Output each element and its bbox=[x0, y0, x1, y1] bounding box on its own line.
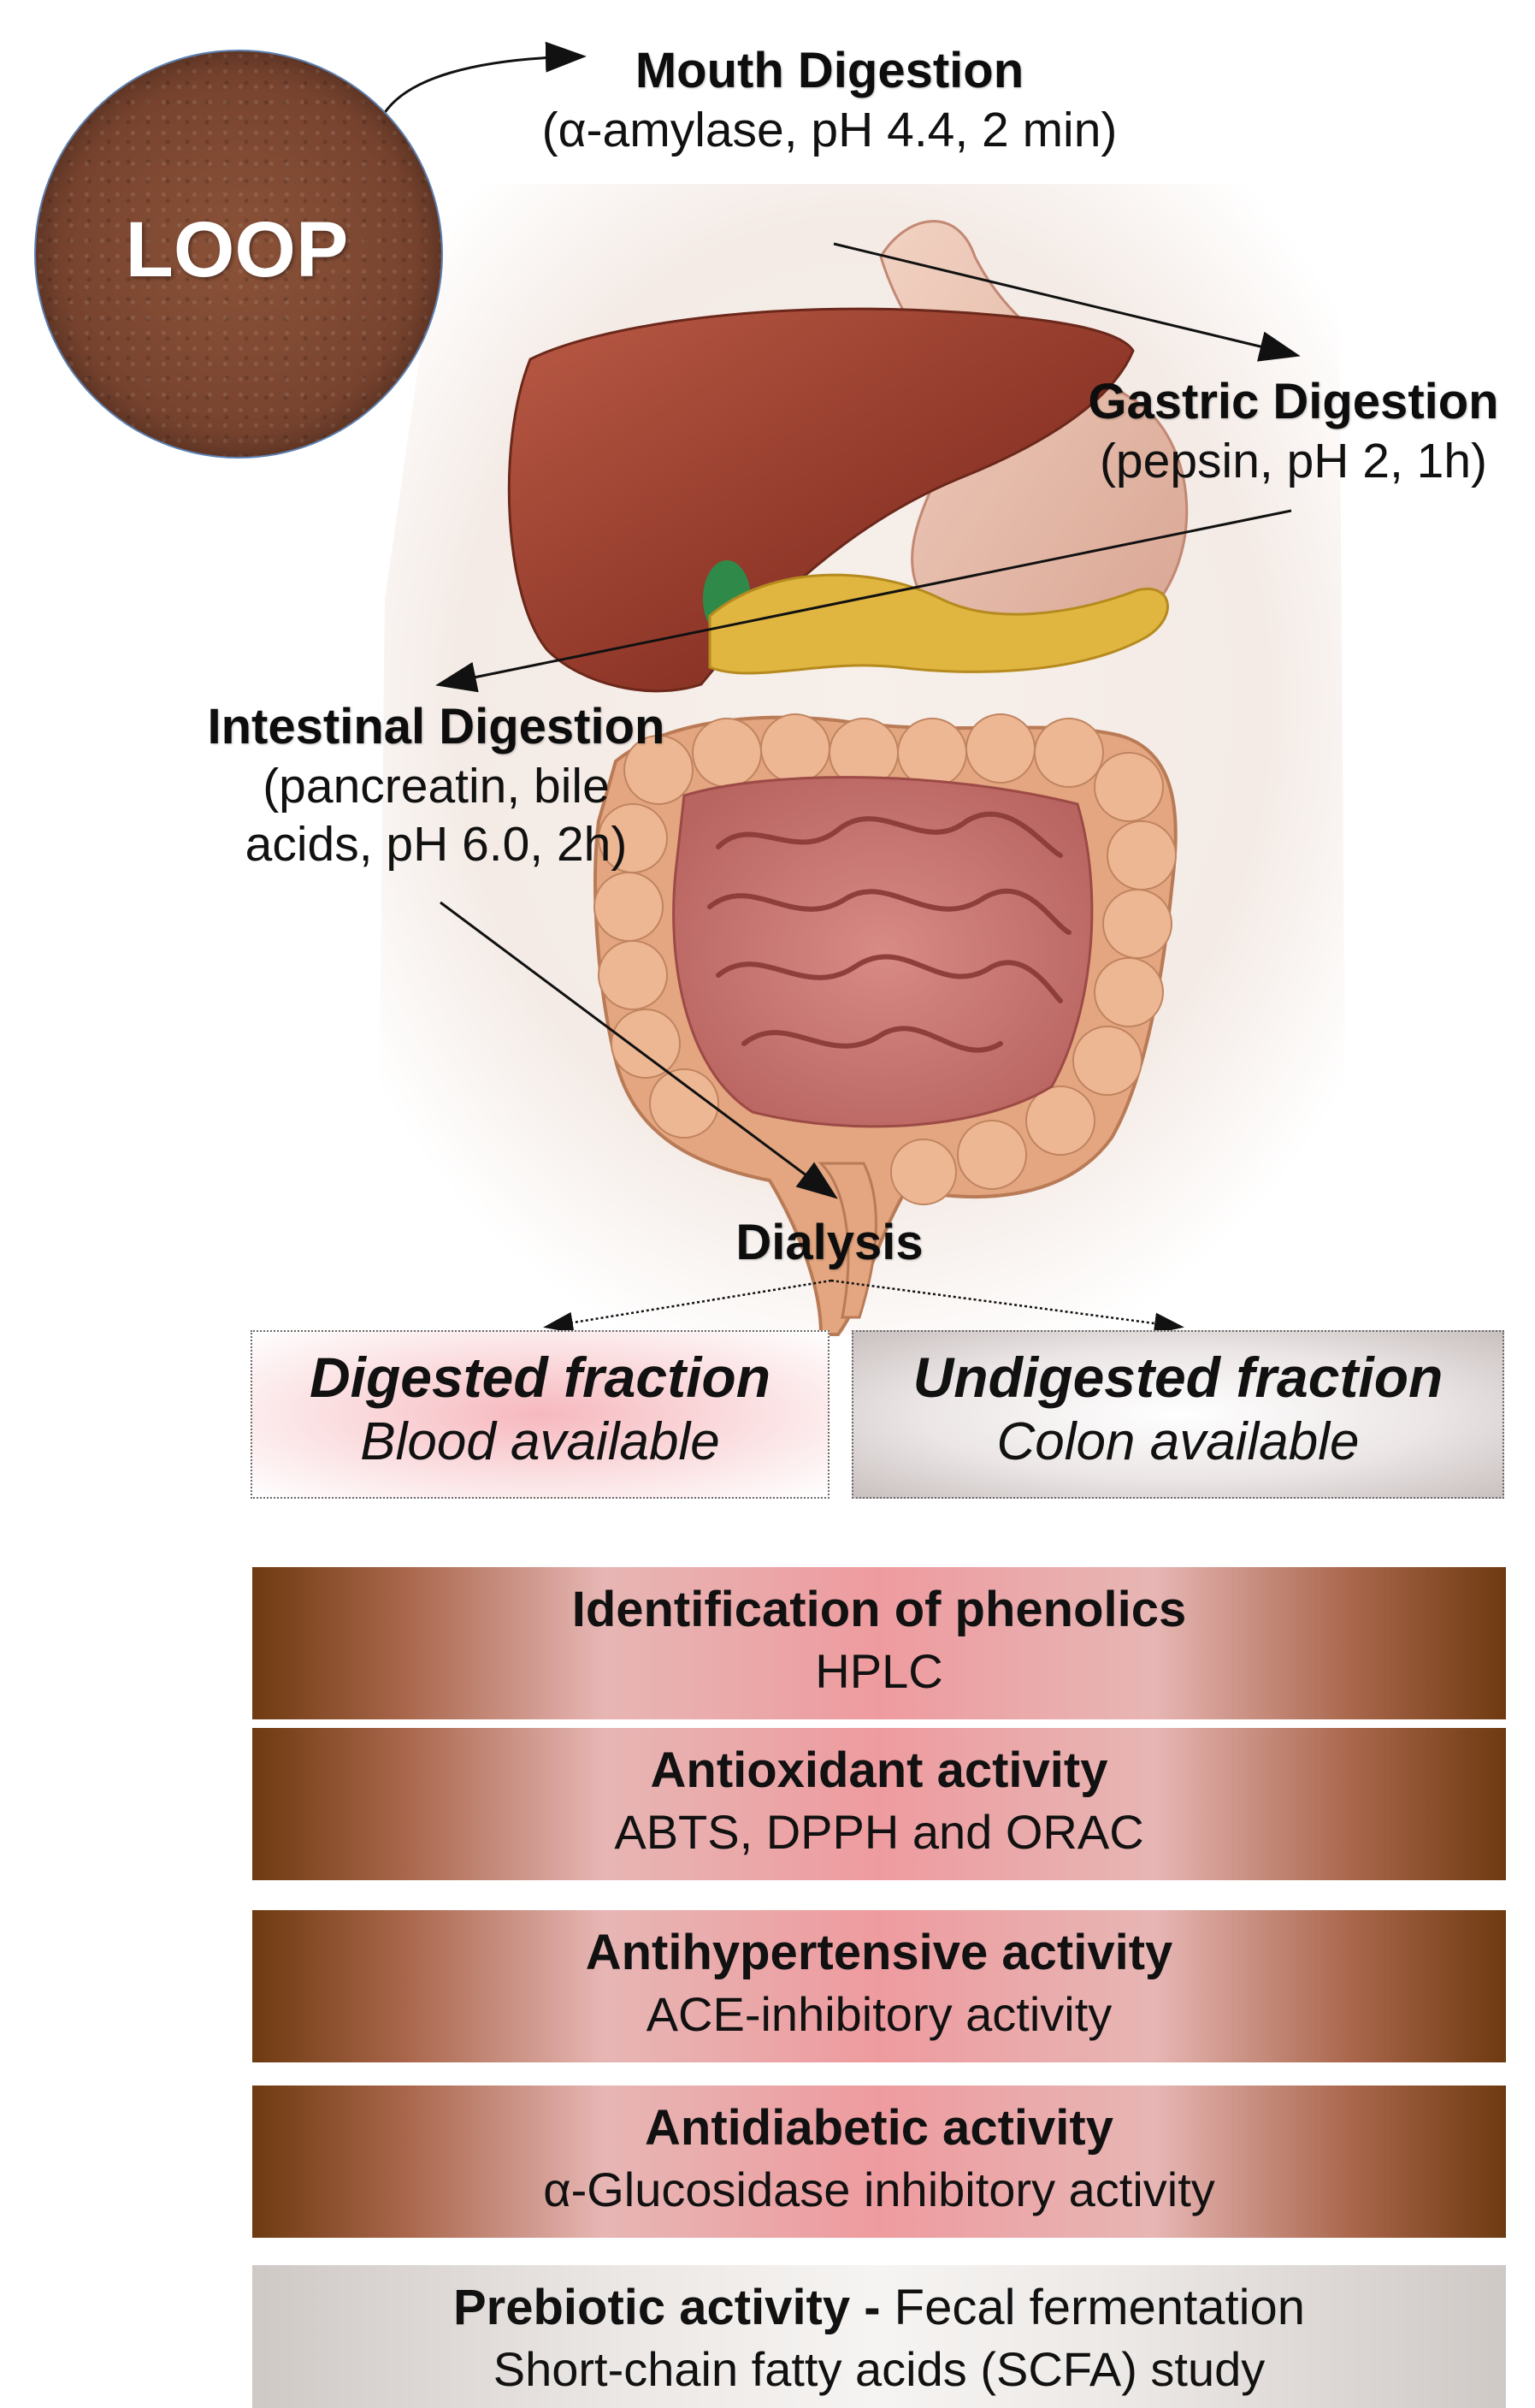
intestinal-digestion-conditions-line1: (pancreatin, bile bbox=[158, 757, 714, 815]
assay-title: Antihypertensive activity bbox=[252, 1910, 1506, 1985]
assay-band-antidiabetic: Antidiabetic activity α-Glucosidase inhi… bbox=[252, 2086, 1506, 2238]
undigested-fraction-title: Undigested fraction bbox=[853, 1346, 1503, 1411]
assay-band-antihypertensive: Antihypertensive activity ACE-inhibitory… bbox=[252, 1910, 1506, 2062]
undigested-fraction-subtitle: Colon available bbox=[853, 1411, 1503, 1474]
assay-title: Antioxidant activity bbox=[252, 1728, 1506, 1802]
gastric-digestion-conditions: (pepsin, pH 2, 1h) bbox=[1056, 432, 1531, 490]
loop-label: LOOP bbox=[34, 205, 440, 295]
intestinal-digestion-conditions-line2: acids, pH 6.0, 2h) bbox=[158, 815, 714, 873]
intestinal-digestion-label: Intestinal Digestion (pancreatin, bile a… bbox=[158, 697, 714, 873]
assay-band-prebiotic: Prebiotic activity - Fecal fermentation … bbox=[252, 2265, 1506, 2408]
assay-band-phenolics: Identification of phenolics HPLC bbox=[252, 1567, 1506, 1719]
assay-method: ACE-inhibitory activity bbox=[252, 1985, 1506, 2044]
assay-band-antioxidant: Antioxidant activity ABTS, DPPH and ORAC bbox=[252, 1728, 1506, 1880]
prebiotic-title-rest: Fecal fermentation bbox=[881, 2280, 1305, 2335]
digested-fraction-title: Digested fraction bbox=[252, 1346, 828, 1411]
assay-title: Antidiabetic activity bbox=[252, 2086, 1506, 2160]
mouth-digestion-conditions: (α-amylase, pH 4.4, 2 min) bbox=[479, 101, 1180, 159]
assay-title: Identification of phenolics bbox=[252, 1567, 1506, 1642]
undigested-fraction-box: Undigested fraction Colon available bbox=[852, 1330, 1504, 1499]
mouth-digestion-label: Mouth Digestion (α-amylase, pH 4.4, 2 mi… bbox=[479, 41, 1180, 159]
prebiotic-method: Short-chain fatty acids (SCFA) study bbox=[252, 2340, 1506, 2399]
gastric-digestion-title: Gastric Digestion bbox=[1056, 372, 1531, 432]
digested-fraction-subtitle: Blood available bbox=[252, 1411, 828, 1474]
assay-method: α-Glucosidase inhibitory activity bbox=[252, 2160, 1506, 2220]
dialysis-label: Dialysis bbox=[658, 1213, 1001, 1273]
prebiotic-title: Prebiotic activity - bbox=[453, 2280, 881, 2335]
gastric-digestion-label: Gastric Digestion (pepsin, pH 2, 1h) bbox=[1056, 372, 1531, 490]
prebiotic-title-line: Prebiotic activity - Fecal fermentation bbox=[252, 2265, 1506, 2340]
assay-method: ABTS, DPPH and ORAC bbox=[252, 1802, 1506, 1862]
digested-fraction-box: Digested fraction Blood available bbox=[251, 1330, 829, 1499]
intestinal-digestion-title: Intestinal Digestion bbox=[158, 697, 714, 757]
mouth-digestion-title: Mouth Digestion bbox=[479, 41, 1180, 101]
assay-method: HPLC bbox=[252, 1642, 1506, 1701]
